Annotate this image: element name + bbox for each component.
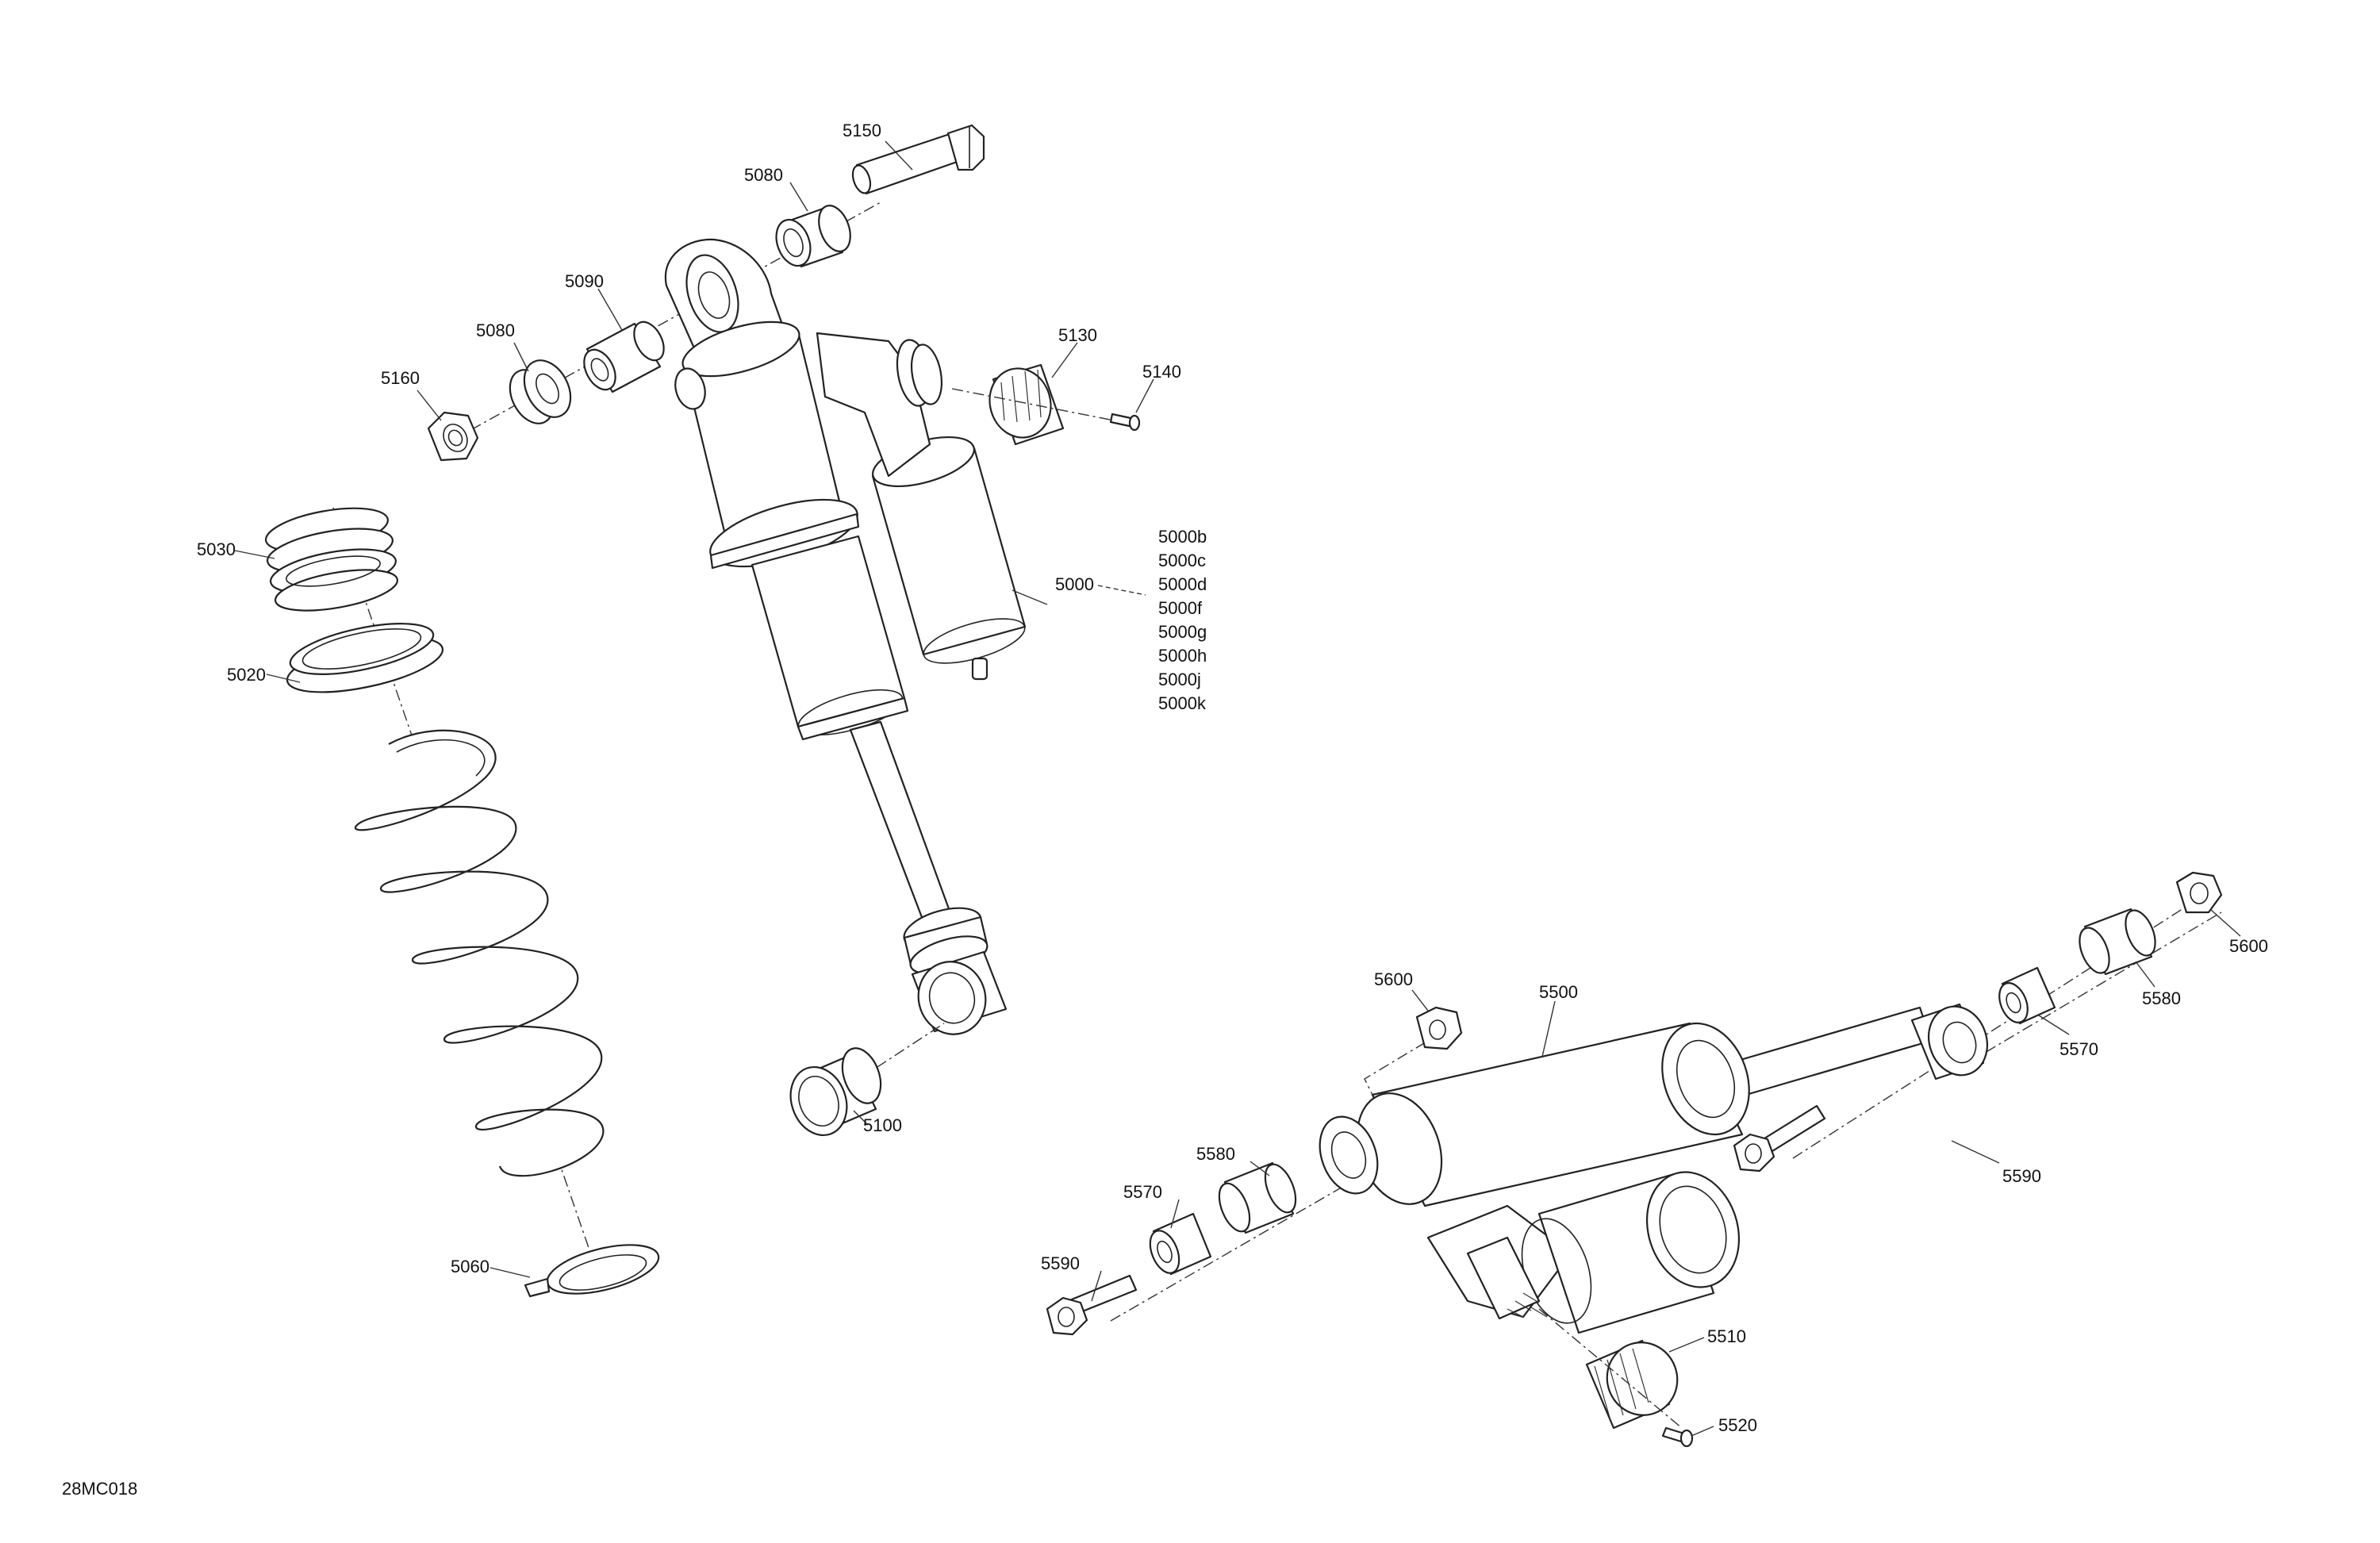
variant-5000d: 5000d [1158,574,1207,594]
variant-list-5000: 5000b 5000c 5000d 5000f 5000g 5000h 5000… [1158,527,1207,713]
callout-5020: 5020 [227,665,266,685]
spacer-5570-left [1149,1212,1212,1276]
callout-5600-left: 5600 [1374,969,1413,989]
adjuster-knob-5510 [1585,1339,1679,1430]
callout-labels: 5150 5080 5090 5080 5160 5130 5140 5030 … [197,121,2268,1435]
callout-5580-left: 5580 [1196,1144,1235,1164]
callout-5600-right: 5600 [2229,936,2268,956]
callout-5000: 5000 [1055,574,1094,594]
lower-left-axis [1110,1173,1365,1322]
callout-5080-lower: 5080 [476,320,515,340]
variant-5000g: 5000g [1158,622,1207,642]
bushing-5080-lower [509,359,572,424]
callout-5140: 5140 [1142,362,1181,382]
variant-5000b: 5000b [1158,527,1207,547]
nut-5160 [427,411,479,462]
callout-5150: 5150 [843,121,881,140]
diagram-code: 28MC018 [62,1479,137,1499]
callout-5090: 5090 [565,271,604,291]
lower-right-axis-2 [1967,912,2222,1064]
variant-5000f: 5000f [1158,598,1203,618]
shock-absorber-5500 [1319,1003,1988,1334]
variant-5000c: 5000c [1158,551,1206,570]
shock-absorber-5000 [664,238,1027,1035]
callout-5130: 5130 [1058,325,1097,345]
callout-5030: 5030 [197,539,236,559]
bolt-5590-right [1733,1104,1826,1173]
adjuster-knob-5130 [988,363,1065,446]
callout-5570-left: 5570 [1123,1182,1162,1202]
variant-5000j: 5000j [1158,670,1201,689]
leader-lines [234,140,2241,1437]
callout-5100: 5100 [863,1115,902,1135]
bolt-5590-left [1046,1274,1138,1336]
callout-5570-right: 5570 [2059,1039,2098,1059]
nut-5600-right [2175,871,2223,914]
bolt-5150 [851,124,985,195]
variant-5000h: 5000h [1158,646,1207,666]
sleeve-5580-left [1218,1161,1297,1234]
screw-5140 [1109,413,1141,432]
callout-5500: 5500 [1539,982,1578,1002]
clip-5060 [524,1244,660,1298]
nut-5600-left [1415,1006,1463,1050]
spacer-5570-right [1998,966,2056,1025]
callout-5060: 5060 [451,1257,489,1276]
callout-5590-right: 5590 [2002,1166,2041,1186]
bushing-5100 [789,1023,945,1137]
callout-5520: 5520 [1718,1415,1757,1435]
sleeve-5580-right [2079,908,2156,976]
callout-5510: 5510 [1707,1326,1746,1346]
variant-5000k: 5000k [1158,693,1207,713]
callout-5080-top: 5080 [744,165,783,185]
callout-5160: 5160 [381,368,420,388]
screw-5520 [1661,1426,1694,1448]
callout-5590-left: 5590 [1041,1253,1080,1273]
main-spring [354,729,605,1177]
spring-seat-5020 [286,623,444,693]
spring-5030 [264,507,399,612]
callout-5580-right: 5580 [2142,988,2181,1008]
bushing-5080-top [775,205,851,268]
sleeve-5090 [583,320,665,393]
